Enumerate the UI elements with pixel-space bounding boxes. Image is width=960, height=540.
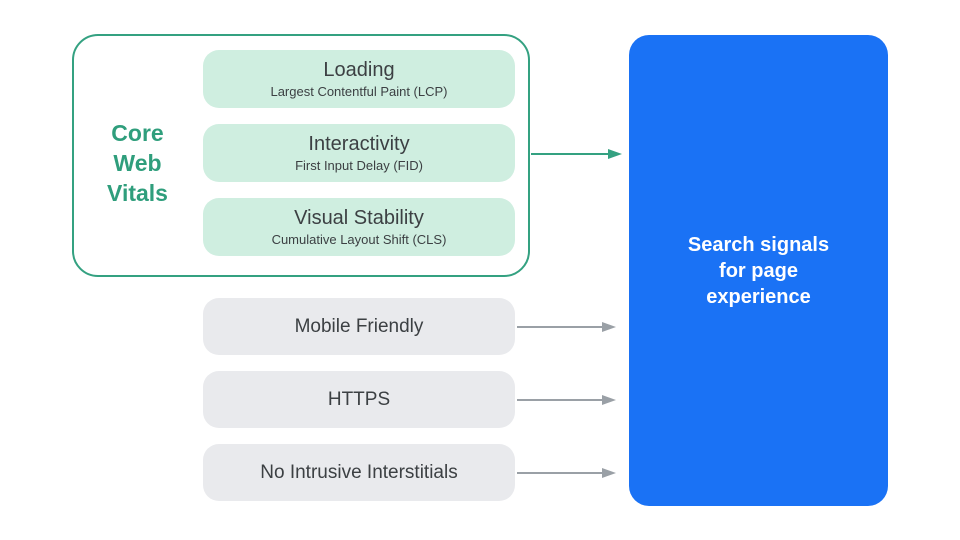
arrow-https-to-result bbox=[517, 393, 616, 407]
arrow-line bbox=[517, 326, 602, 328]
cwv-card-visual-stability-title: Visual Stability bbox=[294, 207, 424, 229]
cwv-card-visual-stability-subtitle: Cumulative Layout Shift (CLS) bbox=[271, 232, 447, 247]
cwv-card-interactivity: Interactivity First Input Delay (FID) bbox=[203, 124, 515, 182]
arrow-head-icon bbox=[608, 149, 622, 159]
arrow-line bbox=[517, 399, 602, 401]
cwv-card-loading: Loading Largest Contentful Paint (LCP) bbox=[203, 50, 515, 108]
signal-card-no-intrusive-interstitials-label: No Intrusive Interstitials bbox=[260, 461, 458, 483]
cwv-card-visual-stability: Visual Stability Cumulative Layout Shift… bbox=[203, 198, 515, 256]
arrow-mobile-friendly-to-result bbox=[517, 320, 616, 334]
signal-card-no-intrusive-interstitials: No Intrusive Interstitials bbox=[203, 444, 515, 501]
cwv-card-loading-subtitle: Largest Contentful Paint (LCP) bbox=[270, 84, 448, 99]
search-signals-box: Search signals for page experience bbox=[629, 35, 888, 506]
arrow-head-icon bbox=[602, 468, 616, 478]
signal-card-https-label: HTTPS bbox=[327, 388, 391, 410]
arrow-line bbox=[531, 152, 608, 156]
arrow-interstitials-to-result bbox=[517, 466, 616, 480]
signal-card-mobile-friendly-label: Mobile Friendly bbox=[294, 315, 424, 337]
arrow-head-icon bbox=[602, 322, 616, 332]
cwv-card-interactivity-title: Interactivity bbox=[308, 133, 410, 155]
search-signals-label: Search signals for page experience bbox=[687, 233, 830, 308]
core-web-vitals-group-outline bbox=[72, 34, 530, 277]
arrow-cwv-to-result bbox=[531, 147, 622, 161]
arrow-head-icon bbox=[602, 395, 616, 405]
arrow-line bbox=[517, 472, 602, 474]
core-web-vitals-label: Core Web Vitals bbox=[107, 120, 168, 206]
cwv-card-loading-title: Loading bbox=[323, 59, 395, 81]
signal-card-https: HTTPS bbox=[203, 371, 515, 428]
signal-card-mobile-friendly: Mobile Friendly bbox=[203, 298, 515, 355]
cwv-card-interactivity-subtitle: First Input Delay (FID) bbox=[295, 158, 423, 173]
